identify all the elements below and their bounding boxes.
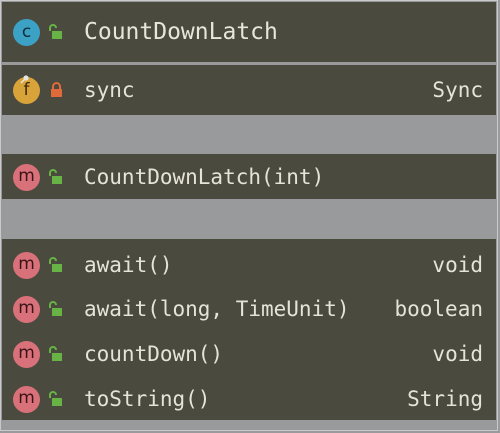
- unlocked-public-icon: [49, 169, 62, 184]
- method-name: await(): [84, 253, 173, 277]
- constructor-name: CountDownLatch(int): [84, 165, 325, 189]
- field-row[interactable]: f sync Sync: [2, 68, 496, 112]
- method-return-type: boolean: [394, 297, 483, 321]
- constructor-badge-letter: m: [18, 166, 35, 186]
- method-row[interactable]: m toString() String: [2, 377, 496, 421]
- method-row[interactable]: m await(long, TimeUnit) boolean: [2, 287, 496, 331]
- unlocked-public-icon: [49, 24, 62, 39]
- method-return-type: String: [407, 387, 483, 411]
- method-name: countDown(): [84, 342, 224, 366]
- unlocked-public-icon: [49, 391, 62, 406]
- method-name: await(long, TimeUnit): [84, 297, 350, 321]
- locked-private-icon: [51, 82, 62, 97]
- pin-icon: [20, 74, 29, 84]
- method-badge-letter: m: [18, 298, 35, 318]
- method-icon: m: [13, 340, 40, 368]
- method-row[interactable]: m countDown() void: [2, 332, 496, 376]
- method-icon: m: [13, 385, 40, 413]
- unlocked-public-icon: [49, 257, 62, 272]
- method-badge-letter: m: [18, 388, 35, 408]
- class-row[interactable]: c CountDownLatch: [2, 10, 496, 54]
- field-name: sync: [84, 78, 135, 102]
- class-badge-letter: c: [21, 22, 32, 42]
- field-type: Sync: [432, 78, 483, 102]
- method-row[interactable]: m await() void: [2, 243, 496, 287]
- method-badge-letter: m: [18, 343, 35, 363]
- unlocked-public-icon: [49, 301, 62, 316]
- field-icon: f: [13, 74, 40, 104]
- constructors-section: m CountDownLatch(int): [2, 154, 496, 199]
- method-icon: m: [13, 163, 40, 191]
- methods-section: m await() void m await(long, TimeUnit) b…: [2, 239, 496, 420]
- field-badge-letter: f: [23, 80, 30, 100]
- method-name: toString(): [84, 387, 211, 411]
- method-return-type: void: [432, 253, 483, 277]
- method-badge-letter: m: [18, 254, 35, 274]
- class-icon: c: [13, 18, 40, 46]
- method-icon: m: [13, 251, 40, 279]
- method-icon: m: [13, 295, 40, 323]
- method-return-type: void: [432, 342, 483, 366]
- class-name: CountDownLatch: [84, 19, 278, 45]
- class-header: c CountDownLatch: [2, 2, 496, 62]
- unlocked-public-icon: [49, 346, 62, 361]
- fields-section: f sync Sync: [2, 65, 496, 115]
- constructor-row[interactable]: m CountDownLatch(int): [2, 155, 496, 199]
